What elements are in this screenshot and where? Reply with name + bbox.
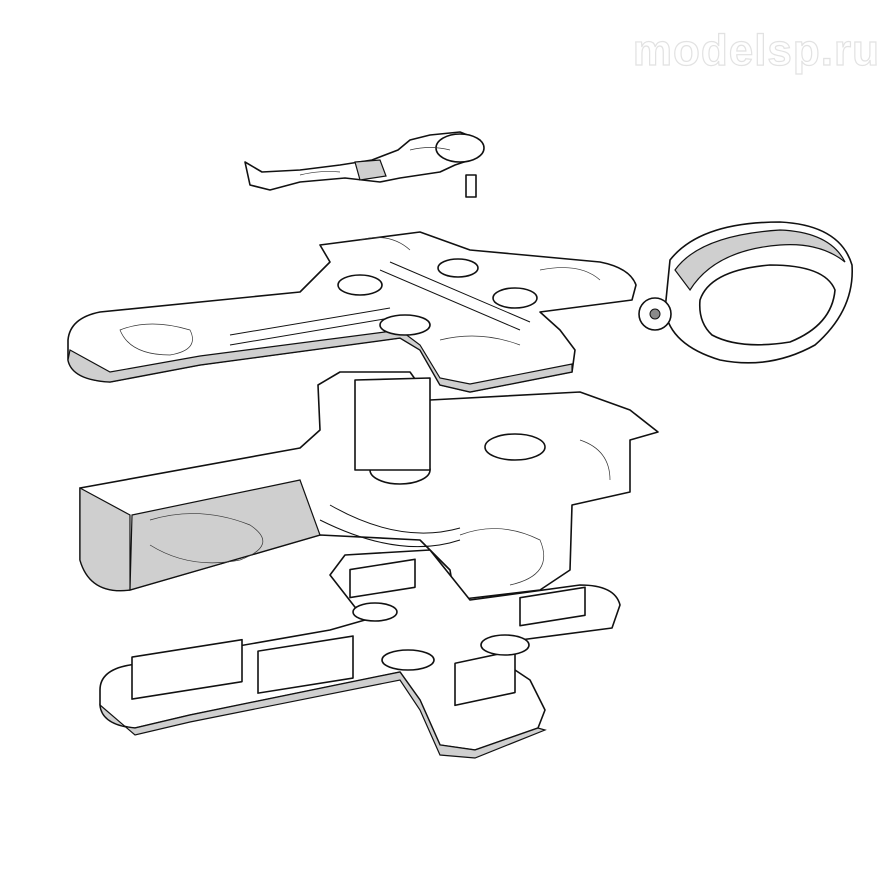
cross-top-layer <box>67 231 637 393</box>
crucifix-figure <box>244 131 485 198</box>
cross-bottom-plate <box>99 549 621 759</box>
cross-middle-frame <box>79 371 659 601</box>
watermark-text: modelsp.ru <box>632 25 880 75</box>
bail-ring <box>638 221 853 364</box>
